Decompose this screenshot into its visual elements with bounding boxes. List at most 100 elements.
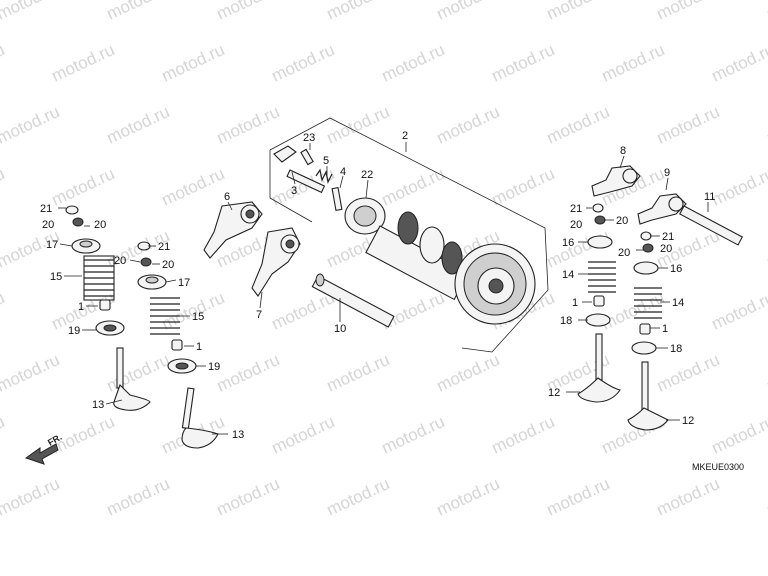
callout-10: 10: [334, 323, 346, 335]
callout-20: 20: [114, 255, 126, 267]
watermark-text: motod.ru: [214, 350, 283, 396]
watermark-text: motod.ru: [709, 412, 768, 458]
watermark-text: motod.ru: [544, 102, 613, 148]
rocker-arms-left: [203, 201, 301, 297]
watermark-text: motod.ru: [104, 350, 173, 396]
callout-21: 21: [662, 231, 674, 243]
watermark-text: motod.ru: [0, 350, 62, 396]
watermark-text: motod.ru: [49, 164, 118, 210]
watermark-text: motod.ru: [0, 102, 62, 148]
callout-19: 19: [68, 325, 80, 337]
watermark-text: motod.ru: [764, 350, 768, 396]
callout-3: 3: [291, 185, 297, 197]
watermark-text: motod.ru: [0, 164, 7, 210]
watermark-text: motod.ru: [324, 474, 393, 520]
watermark-text: motod.ru: [49, 40, 118, 86]
callout-6: 6: [224, 191, 230, 203]
watermark-text: motod.ru: [0, 288, 7, 334]
callout-4: 4: [340, 166, 346, 178]
watermark-text: motod.ru: [104, 474, 173, 520]
watermark-text: motod.ru: [0, 40, 7, 86]
callout-9: 9: [664, 167, 670, 179]
watermark-text: motod.ru: [269, 40, 338, 86]
callout-14: 14: [672, 297, 684, 309]
callout-16: 16: [562, 237, 574, 249]
callout-21: 21: [40, 203, 52, 215]
callout-20: 20: [618, 247, 630, 259]
callout-15: 15: [50, 271, 62, 283]
watermark-text: motod.ru: [434, 0, 503, 24]
watermark-text: motod.ru: [324, 102, 393, 148]
watermark-text: motod.ru: [214, 474, 283, 520]
watermark-text: motod.ru: [654, 350, 723, 396]
watermark-text: motod.ru: [489, 412, 558, 458]
callout-8: 8: [620, 145, 626, 157]
callout-20: 20: [42, 219, 54, 231]
callout-21: 21: [570, 203, 582, 215]
watermark-text: motod.ru: [324, 350, 393, 396]
callout-1: 1: [78, 301, 84, 313]
watermark-text: motod.ru: [764, 0, 768, 24]
watermark-text: motod.ru: [544, 0, 613, 24]
watermark-text: motod.ru: [214, 102, 283, 148]
callout-11: 11: [704, 191, 715, 203]
watermark-text: motod.ru: [489, 164, 558, 210]
callout-7: 7: [256, 309, 262, 321]
watermark-text: motod.ru: [0, 412, 7, 458]
cam-sprocket-pin-parts: [273, 145, 343, 211]
diagram-code: MKEUE0300: [692, 462, 744, 472]
callout-21: 21: [158, 241, 170, 253]
callout-19: 19: [208, 361, 220, 373]
watermark-text: motod.ru: [709, 40, 768, 86]
callout-20: 20: [162, 259, 174, 271]
watermark-text: motod.ru: [544, 226, 613, 272]
callout-20: 20: [616, 215, 628, 227]
camshaft-assembly-frame: [269, 117, 549, 353]
watermark-text: motod.ru: [159, 164, 228, 210]
callout-17: 17: [178, 277, 190, 289]
watermark-text: motod.ru: [434, 474, 503, 520]
watermark-text: motod.ru: [764, 102, 768, 148]
rocker-shaft-right: [679, 205, 744, 246]
watermark-text: motod.ru: [489, 40, 558, 86]
watermark-text: motod.ru: [654, 0, 723, 24]
callout-22: 22: [361, 169, 373, 181]
watermark-text: motod.ru: [709, 288, 768, 334]
callout-12: 12: [682, 415, 694, 427]
watermark-text: motod.ru: [0, 0, 62, 24]
watermark-text: motod.ru: [654, 102, 723, 148]
watermark-text: motod.ru: [379, 164, 448, 210]
watermark-text: motod.ru: [599, 40, 668, 86]
watermark-text: motod.ru: [0, 474, 62, 520]
callout-17: 17: [46, 239, 58, 251]
camshaft: [344, 197, 536, 325]
callout-13: 13: [92, 399, 104, 411]
callout-1: 1: [196, 341, 202, 353]
watermark-text: motod.ru: [159, 40, 228, 86]
callout-23: 23: [303, 132, 315, 144]
callout-13: 13: [232, 429, 244, 441]
callout-5: 5: [323, 155, 329, 167]
callout-12: 12: [548, 387, 560, 399]
watermark-text: motod.ru: [544, 474, 613, 520]
callout-15: 15: [192, 311, 204, 323]
callout-1: 1: [662, 323, 668, 335]
callout-20: 20: [94, 219, 106, 231]
watermark-text: motod.ru: [379, 40, 448, 86]
rocker-arms-right: [591, 165, 687, 225]
watermark-text: motod.ru: [764, 474, 768, 520]
callout-18: 18: [560, 315, 572, 327]
watermark-text: motod.ru: [104, 0, 173, 24]
valve-stack-left-a: [65, 205, 151, 411]
callout-labels: 2 23 5 4 22 3 6 7 10 11 8 9 21 20 20 17 …: [40, 130, 715, 441]
rocker-shaft: [311, 273, 395, 328]
callout-16: 16: [670, 263, 682, 275]
callout-20: 20: [660, 243, 672, 255]
callout-14: 14: [562, 269, 574, 281]
valve-stack-right-a: [577, 203, 621, 403]
watermark-text: motod.ru: [764, 226, 768, 272]
watermark-text: motod.ru: [654, 474, 723, 520]
valve-stack-left-b: [137, 241, 219, 449]
